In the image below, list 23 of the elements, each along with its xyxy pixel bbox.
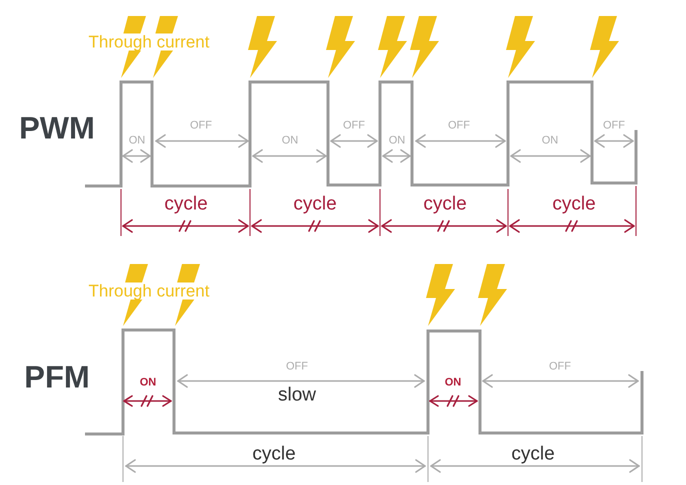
row-label: PFM [24, 362, 90, 392]
dimension-label: ON [542, 136, 558, 146]
dimension-label: ON [444, 378, 462, 388]
dimension-label: cycle [252, 444, 296, 464]
annotation-label: slow [278, 386, 316, 404]
dimension-label: ON [282, 136, 298, 146]
annotation-label: Through current [86, 282, 212, 300]
dimension-label: cycle [552, 194, 596, 214]
dimension-label: cycle [164, 194, 208, 214]
dimension-label: ON [388, 136, 406, 146]
dimension-label: cycle [511, 444, 555, 464]
dimension-label: OFF [603, 120, 625, 132]
annotation-label: Through current [86, 34, 212, 50]
dimension-label: cycle [293, 194, 337, 214]
dimension-label: OFF [343, 120, 365, 132]
dimension-label: OFF [286, 362, 308, 372]
dimension-label: ON [140, 378, 156, 388]
dimension-label: OFF [448, 120, 470, 132]
row-label: PWM [19, 112, 95, 144]
dimension-label: OFF [190, 120, 212, 132]
dimension-label: ON [128, 136, 146, 146]
dimension-label: cycle [423, 194, 467, 214]
dimension-label: OFF [549, 362, 571, 372]
